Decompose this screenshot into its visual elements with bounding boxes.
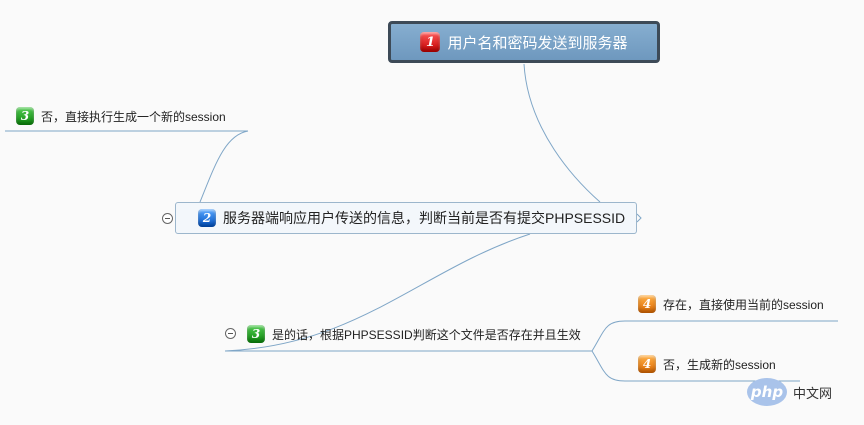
main-node[interactable]: 2 服务器端响应用户传送的信息，判断当前是否有提交PHPSESSID xyxy=(175,202,637,234)
root-label: 用户名和密码发送到服务器 xyxy=(447,34,628,52)
link-root-main xyxy=(523,63,601,203)
branch-yes-label: 是的话，根据PHPSESSID判断这个文件是否存在并且生效 xyxy=(272,327,581,342)
leaf-not-label: 否，生成新的session xyxy=(663,357,776,372)
priority-1-icon: 1 xyxy=(420,32,441,52)
priority-4-icon: 4 xyxy=(638,295,656,313)
branch-no-label: 否，直接执行生成一个新的session xyxy=(41,109,226,124)
priority-2-icon: 2 xyxy=(198,209,216,227)
branch-no-node[interactable]: 3 否，直接执行生成一个新的session xyxy=(16,105,226,127)
leaf-not-node[interactable]: 4 否，生成新的session xyxy=(638,353,776,375)
leaf-exists-node[interactable]: 4 存在，直接使用当前的session xyxy=(638,293,824,315)
watermark-text: 中文网 xyxy=(793,385,833,401)
main-label: 服务器端响应用户传送的信息，判断当前是否有提交PHPSESSID xyxy=(223,210,626,226)
watermark: php 中文网 xyxy=(747,376,832,408)
main-right-arrow xyxy=(636,213,642,223)
link-main-yes xyxy=(224,233,531,352)
root-node[interactable]: 1 用户名和密码发送到服务器 xyxy=(388,21,660,63)
link-yes-exists xyxy=(591,320,838,352)
link-main-no xyxy=(199,130,249,203)
link-yes-not xyxy=(591,350,800,382)
priority-4-icon: 4 xyxy=(638,355,656,373)
priority-3-icon: 3 xyxy=(247,325,265,343)
leaf-exists-label: 存在，直接使用当前的session xyxy=(663,297,824,312)
branch-yes-node[interactable]: 3 是的话，根据PHPSESSID判断这个文件是否存在并且生效 xyxy=(247,323,581,345)
priority-3-icon: 3 xyxy=(16,107,34,125)
collapse-yes-icon[interactable] xyxy=(225,328,236,339)
php-logo: php xyxy=(747,378,787,406)
collapse-main-icon[interactable] xyxy=(162,213,173,224)
